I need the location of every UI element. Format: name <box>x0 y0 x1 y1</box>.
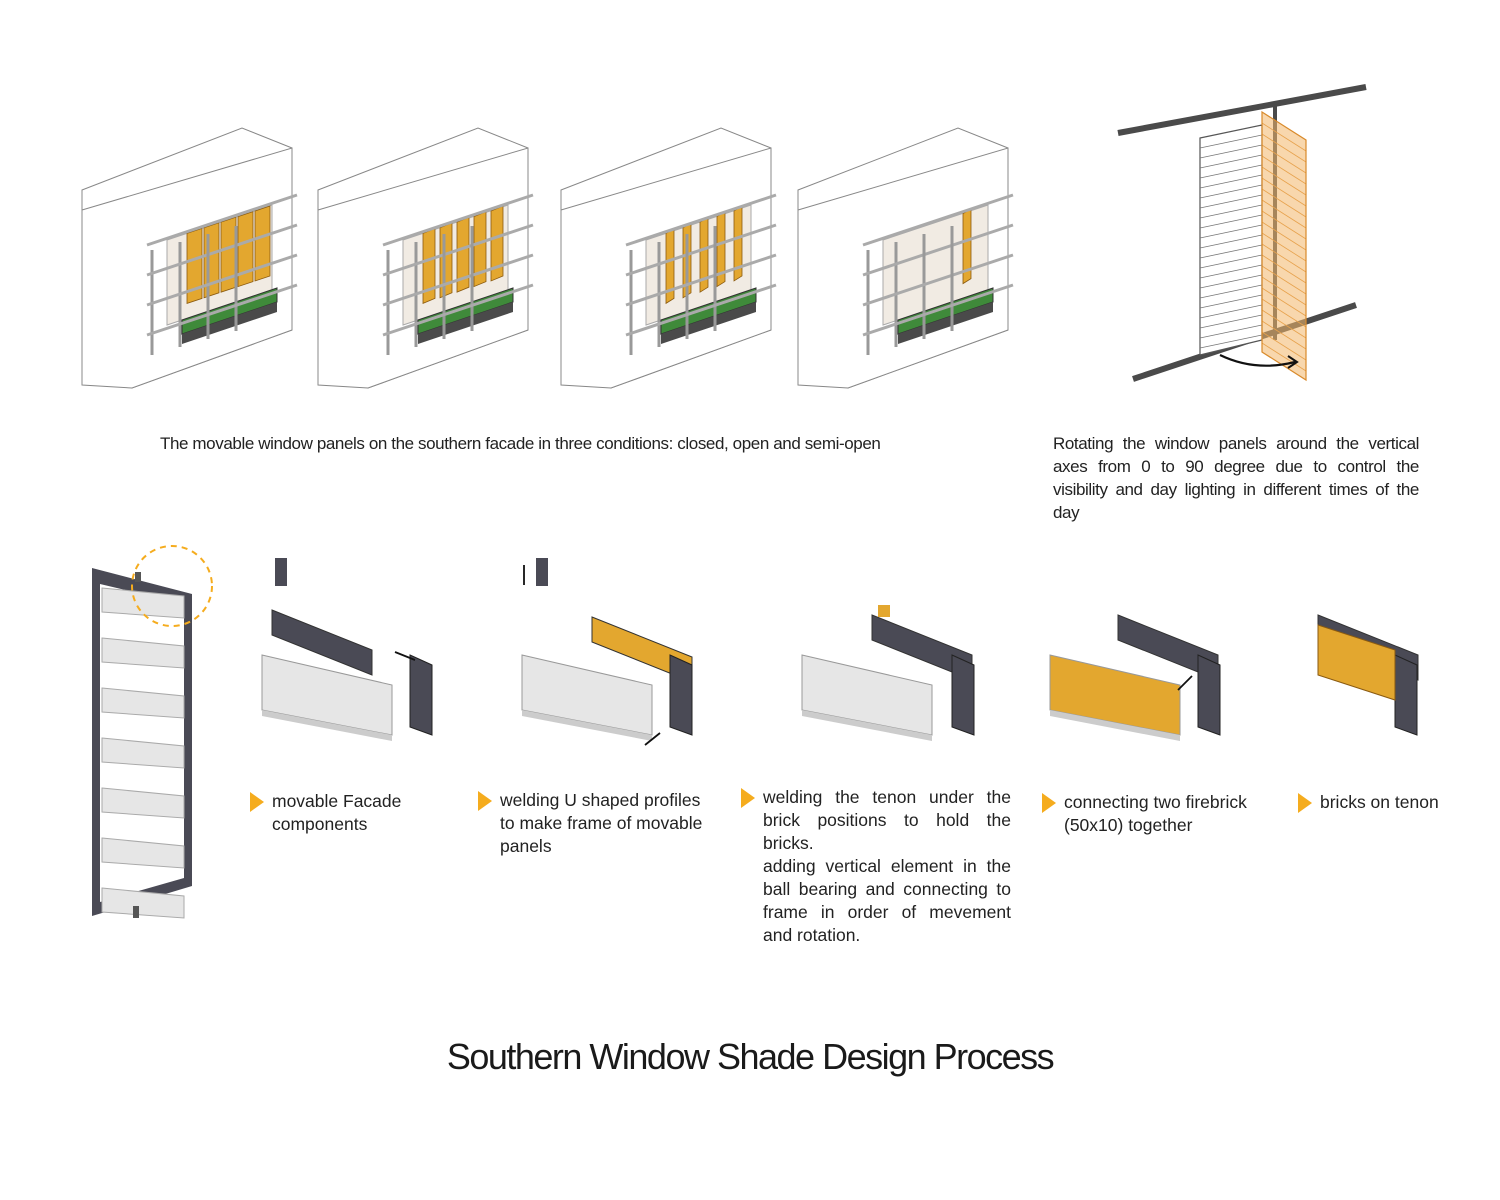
step-text-2: adding vertical element in the ball bear… <box>763 856 1011 945</box>
slat <box>101 787 185 819</box>
vertical-profile <box>1394 654 1418 736</box>
facade-box-open <box>317 127 534 389</box>
step-5: bricks on tenon <box>1298 791 1468 814</box>
facade-box-semi-open <box>797 127 1014 389</box>
step-1: movable Facade components <box>250 790 450 836</box>
step-4: connecting two firebrick (50x10) togethe… <box>1042 791 1272 837</box>
slat <box>101 837 185 869</box>
vertical-profile <box>409 654 433 736</box>
step-text: welding U shaped profiles to make frame … <box>500 790 703 856</box>
bricks-on-tenon <box>1317 624 1396 701</box>
bullet-triangle-icon <box>1042 793 1056 813</box>
brick-panel <box>801 654 933 741</box>
arrow-icon <box>644 732 661 746</box>
brick-panel <box>521 654 653 741</box>
bullet-triangle-icon <box>250 792 264 812</box>
step-3: welding the tenon under the brick positi… <box>741 786 1011 947</box>
step-2: welding U shaped profiles to make frame … <box>478 789 718 858</box>
firebrick-pair <box>1049 654 1181 741</box>
window-panel <box>186 227 203 304</box>
page-title: Southern Window Shade Design Process <box>446 1036 1055 1077</box>
rotation-caption: Rotating the window panels around the ve… <box>1053 434 1419 522</box>
arrow-icon <box>394 651 416 661</box>
bullet-triangle-icon <box>1298 793 1312 813</box>
facade-box-semi-open <box>560 127 777 389</box>
slat <box>101 687 185 719</box>
movable-panel-frame <box>92 545 213 919</box>
vertical-profile <box>669 654 693 736</box>
u-profile <box>271 609 373 676</box>
brick-panel <box>261 654 393 741</box>
vertical-profile <box>1197 654 1221 736</box>
slat <box>101 587 185 619</box>
rotating-panel-illustration <box>1117 84 1367 382</box>
step-text: welding the tenon under the brick positi… <box>763 787 1011 853</box>
arrow-icon <box>1177 675 1193 691</box>
slat <box>101 887 185 919</box>
facades-caption: The movable window panels on the souther… <box>160 434 881 453</box>
tenon <box>878 605 890 617</box>
detail-highlight-circle <box>131 545 213 627</box>
window-panel <box>254 205 271 282</box>
facade-box-closed <box>81 127 298 389</box>
step-text: movable Facade components <box>272 791 402 834</box>
slat <box>101 737 185 769</box>
bullet-triangle-icon <box>741 788 755 808</box>
slat <box>101 637 185 669</box>
step-text: bricks on tenon <box>1320 792 1439 812</box>
window-panel <box>237 211 254 288</box>
bullet-triangle-icon <box>478 791 492 811</box>
bearing-pin <box>536 558 548 586</box>
bearing-pin <box>275 558 287 586</box>
vertical-profile <box>951 654 975 736</box>
step-text: connecting two firebrick (50x10) togethe… <box>1064 792 1247 835</box>
